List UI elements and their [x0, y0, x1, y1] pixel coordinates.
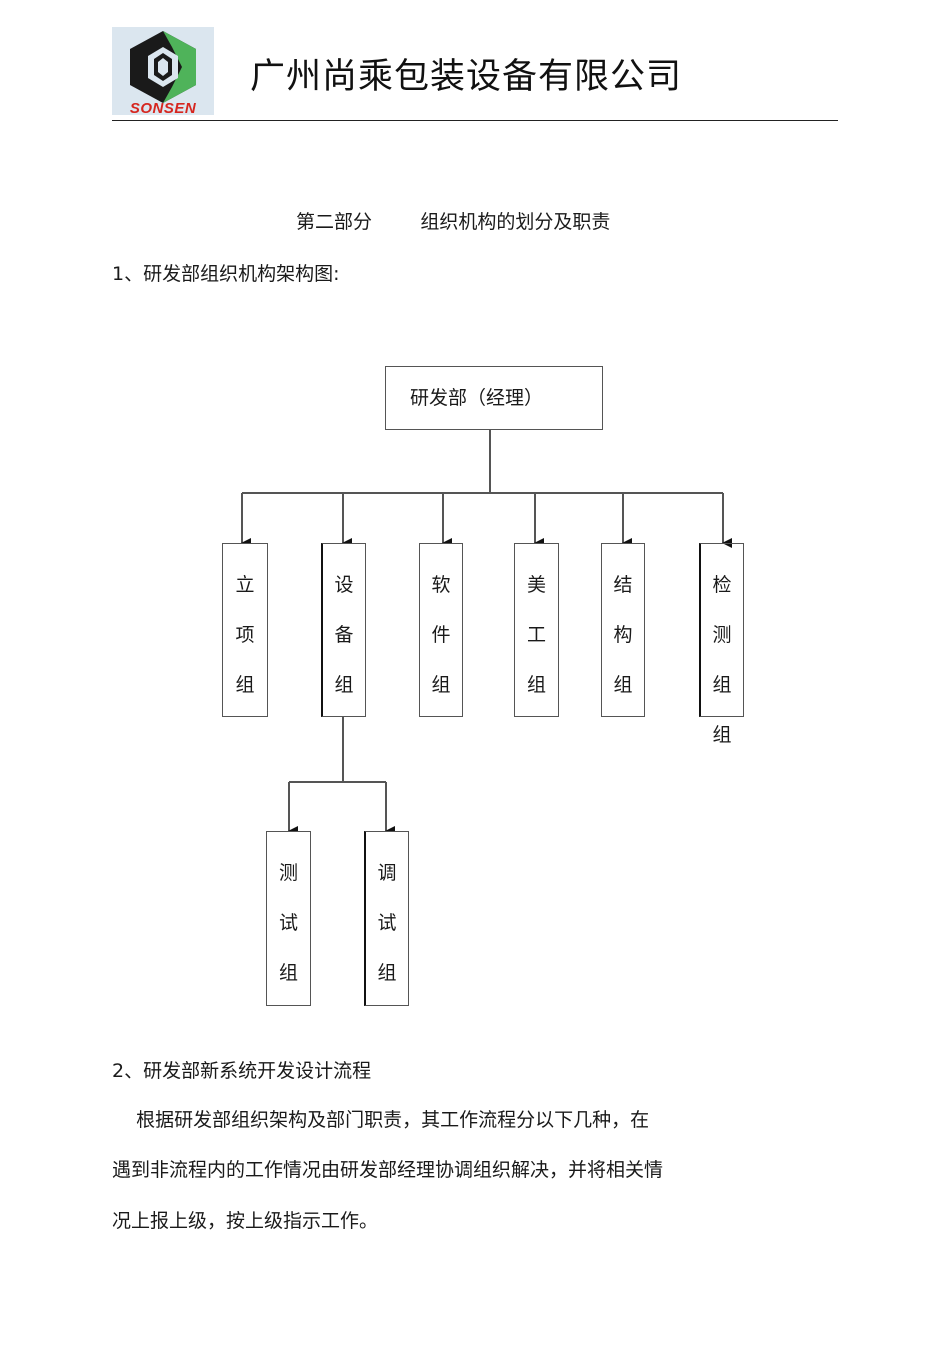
company-name: 广州尚乘包装设备有限公司 — [250, 57, 683, 97]
logo-text: SONSEN — [129, 100, 197, 115]
group-label: 立项组 — [235, 574, 255, 696]
org-root-box: 研发部（经理） — [385, 366, 603, 430]
group-label: 美工组 — [526, 574, 546, 696]
paragraph-line: 遇到非流程内的工作情况由研发部经理协调组织解决，并将相关情 — [112, 1159, 664, 1181]
section2-heading: 2、研发部新系统开发设计流程 — [112, 1060, 372, 1082]
company-logo: SONSEN — [112, 27, 214, 115]
paragraph-line: 根据研发部组织架构及部门职责，其工作流程分以下几种，在 — [112, 1109, 650, 1131]
org-group-box: 检测组组 — [699, 543, 744, 746]
subgroup-label: 测试组 — [278, 862, 298, 984]
section1-heading: 1、研发部组织机构架构图: — [112, 263, 340, 285]
group-label: 软件组 — [431, 574, 451, 696]
part-title: 第二部分 组织机构的划分及职责 — [296, 211, 611, 233]
org-subgroup-box: 调试组 — [364, 831, 409, 1006]
group-label: 结构组 — [613, 574, 633, 696]
org-group-box: 软件组 — [419, 543, 463, 717]
hexagon-logo-icon — [130, 31, 196, 103]
org-root-label: 研发部（经理） — [410, 387, 544, 409]
header-divider — [112, 120, 838, 121]
paragraph-line: 况上报上级，按上级指示工作。 — [112, 1210, 379, 1232]
subgroup-label: 调试组 — [377, 862, 397, 984]
org-group-box: 立项组 — [222, 543, 268, 717]
group-label: 检测组组 — [712, 574, 732, 746]
group-label: 设备组 — [334, 574, 354, 696]
org-subgroup-box: 测试组 — [266, 831, 311, 1006]
org-group-box: 结构组 — [601, 543, 645, 717]
org-group-box: 美工组 — [514, 543, 559, 717]
org-group-box: 设备组 — [321, 543, 366, 717]
